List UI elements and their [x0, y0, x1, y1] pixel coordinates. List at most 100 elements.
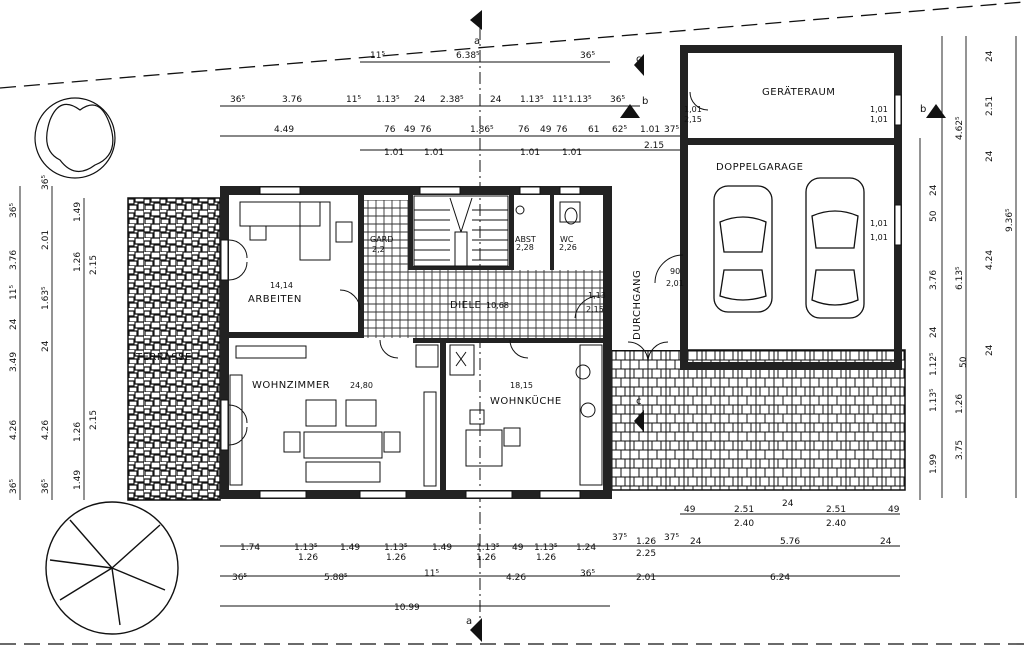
tree-south [45, 501, 179, 635]
room-label-garderobe: GARD [370, 235, 393, 244]
room-label-passage: DURCHGANG [632, 270, 643, 340]
dim-left-outer-c: 11⁵ [9, 285, 19, 300]
dim-left-inner-a: 1.49 [73, 202, 83, 222]
dim-bottom-2-d: 4.26 [506, 573, 526, 583]
dim-top-2-j: 1.13⁵ [568, 95, 592, 105]
dim-bottom-1b-a: 1.26 [298, 553, 318, 563]
dim-bottom-2-e: 36⁵ [580, 569, 595, 579]
dim-bottom-2-f: 2.01 [636, 573, 656, 583]
dim-top-3-b: 76 [384, 125, 396, 135]
section-label-a-bottom: a [466, 616, 473, 627]
dim-top-2-k: 36⁵ [610, 95, 625, 105]
dim-top-3-c: 49 [404, 125, 416, 135]
dim-right-inner-b: 2.51 [985, 96, 995, 116]
dim-top-2-g: 24 [490, 95, 502, 105]
dim-top-2-i: 11⁵ [552, 95, 567, 105]
passage-door-height: 2,01 [666, 279, 684, 288]
dim-left-mid-c: 1.63⁵ [41, 286, 51, 310]
dim-left-outer-g: 36⁵ [9, 479, 19, 494]
dim-top-2-d: 1.13⁵ [376, 95, 400, 105]
courtyard-paving [609, 349, 906, 491]
dim-bottom-1-o: 24 [880, 537, 892, 547]
section-label-b-right: b [920, 104, 927, 115]
room-label-hall: DIELE [450, 300, 481, 311]
dim-top-3-h: 76 [556, 125, 568, 135]
dim-bottom-1-n: 5.76 [780, 537, 800, 547]
section-label-a-top: a [474, 36, 481, 47]
tree-north [34, 97, 116, 179]
dim-top-1-b: 6.38⁵ [456, 51, 480, 61]
section-label-b-left: b [642, 96, 649, 107]
room-area-study: 14,14 [270, 281, 293, 290]
dim-top-1-c: 36⁵ [580, 51, 595, 61]
dim-garage-b: 2.51 [734, 505, 754, 515]
dim-bottom-1-d: 1.13⁵ [384, 543, 408, 553]
dim-right-garage-c: 3.76 [929, 270, 939, 290]
cars [713, 177, 865, 319]
dim-bottom-2-b: 5.88⁵ [324, 573, 348, 583]
dim-right-lower-c: 1.26 [955, 394, 965, 414]
dim-garage-a: 49 [684, 505, 696, 515]
dim-bottom-1-l: 37⁵ [664, 533, 679, 543]
room-area-hall: 10,68 [486, 301, 509, 310]
dim-left-outer-e: 3.49 [9, 352, 19, 372]
dim-bottom-1-m: 24 [690, 537, 702, 547]
dimension-lines [19, 36, 1017, 607]
store-door-height: 2,15 [684, 115, 702, 124]
dim-top-2-a: 36⁵ [230, 95, 245, 105]
room-label-study: ARBEITEN [248, 294, 302, 305]
room-label-double-garage: DOPPELGARAGE [716, 162, 803, 173]
dim-left-outer-a: 36⁵ [9, 203, 19, 218]
dim-right-inner-c: 24 [985, 150, 995, 162]
dim-garage-c: 24 [782, 499, 794, 509]
dim-left-mid-b: 2.01 [41, 230, 51, 250]
dim-top-3-e: 1.86⁵ [470, 125, 494, 135]
staircase [413, 195, 509, 267]
section-markers [470, 10, 946, 642]
dim-bottom-1-k: 1.26 [636, 537, 656, 547]
dim-top-2-b: 3.76 [282, 95, 302, 105]
dim-right-mid-b: 6.13⁵ [955, 266, 965, 290]
dim-bottom-1-e: 1.49 [432, 543, 452, 553]
dim-bottom-1-b: 1.13⁵ [294, 543, 318, 553]
dim-bottom-1-h: 1.13⁵ [534, 543, 558, 553]
dim-top-4-b: 1.01 [424, 148, 444, 158]
dim-right-outer: 9.36⁵ [1005, 208, 1015, 232]
hall-floor [364, 270, 604, 338]
room-label-storage: ABST [515, 235, 536, 244]
dim-top-2-e: 24 [414, 95, 426, 105]
room-area-garderobe: 2,2 [372, 245, 385, 254]
dim-right-garage-b: 50 [929, 210, 939, 222]
dim-left-outer-d: 24 [9, 318, 19, 330]
dim-garage-e: 49 [888, 505, 900, 515]
passage-floor [604, 200, 682, 350]
dim-top-4-c: 1.01 [520, 148, 540, 158]
passage-door-width: 90 [670, 267, 680, 276]
garage-window-height: 1,01 [870, 233, 888, 242]
dim-top-3-l: 37⁵ [664, 125, 679, 135]
dim-right-mid-c: 3.75 [955, 440, 965, 460]
dim-left-inner-b-a: 2.15 [89, 255, 99, 275]
room-label-living: WOHNZIMMER [252, 380, 330, 391]
dim-top-3-j: 62⁵ [612, 125, 627, 135]
dim-top-4-e: 2.15 [644, 141, 664, 151]
dim-left-inner-c: 1.26 [73, 422, 83, 442]
dim-top-2-h: 1.13⁵ [520, 95, 544, 105]
dim-left-inner-d: 1.49 [73, 470, 83, 490]
room-label-terrace: TERRASSE [135, 352, 192, 363]
dim-bottom-2-g: 6.24 [770, 573, 790, 583]
dim-right-mid-a: 4.62⁵ [955, 116, 965, 140]
room-area-wc: 2,26 [559, 243, 577, 252]
windows [220, 94, 902, 499]
dim-left-inner-b-b: 2.15 [89, 410, 99, 430]
terrace-paving [127, 197, 221, 501]
dim-right-lower-d: 1.99 [929, 454, 939, 474]
dim-top-4-d: 1.01 [562, 148, 582, 158]
store-door-width: 1,01 [684, 105, 702, 114]
property-lines [0, 1, 1024, 645]
dim-garage-b-b: 2.40 [826, 519, 846, 529]
dim-left-outer-b: 3.76 [9, 250, 19, 270]
dim-right-garage-d: 24 [929, 326, 939, 338]
dim-bottom-1-a: 1.74 [240, 543, 260, 553]
